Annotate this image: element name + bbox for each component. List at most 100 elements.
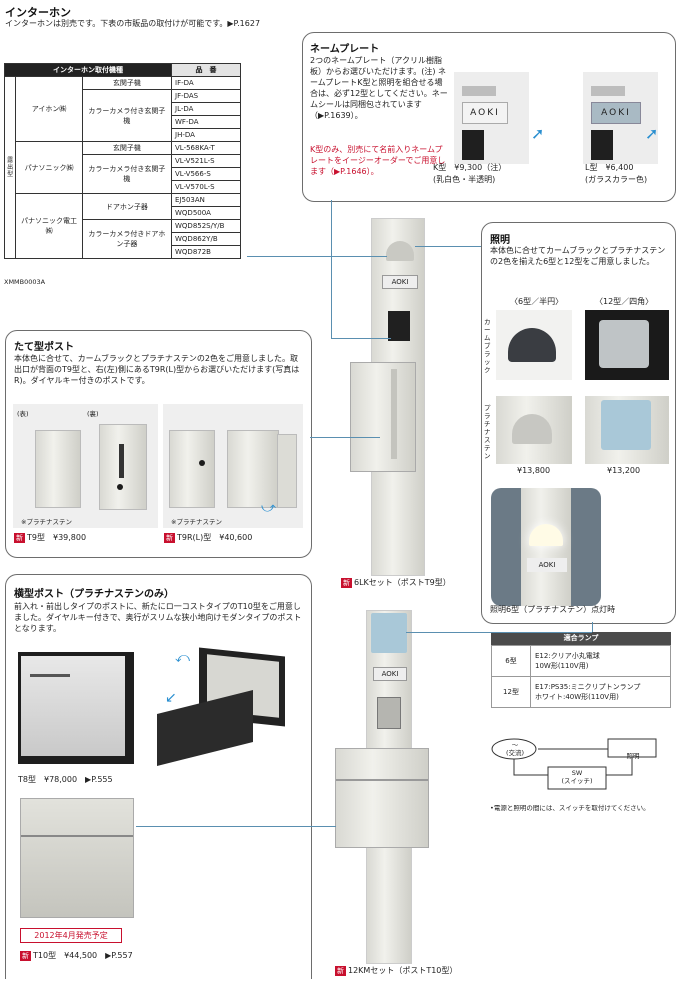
t8-photo bbox=[18, 652, 134, 764]
wiring-light: 照明 bbox=[626, 752, 640, 760]
nameplate-k-photo: AOKI bbox=[454, 72, 529, 164]
nameplate-l-label: L型 ¥6,400 bbox=[585, 163, 634, 172]
yoko-post-body: 前入れ・前出しタイプのポストに、新たにロ一コストタイプのT10型をご用意しました… bbox=[14, 602, 302, 633]
lamp6-price: ¥13,800 bbox=[517, 466, 551, 475]
table-row: WQD872B bbox=[5, 245, 241, 259]
new-badge: 新 bbox=[20, 950, 31, 961]
table-maker: パナソニック㈱ bbox=[15, 141, 83, 194]
stain-note: ※プラチナステン bbox=[171, 518, 222, 526]
table-product: WQD500A bbox=[171, 206, 241, 220]
wiring-note: •電源と照明の間には、スイッチを取付けてください。 bbox=[490, 804, 650, 812]
table-product: IF-DA bbox=[171, 76, 241, 90]
table-type: カラーカメラ付き玄関子機 bbox=[81, 89, 173, 142]
nameplate-l-text: AOKI bbox=[591, 102, 641, 124]
new-badge: 新 bbox=[14, 532, 25, 543]
km-post-body bbox=[335, 748, 429, 848]
nameplate-l-sub: (ガラスカラー色) bbox=[585, 175, 648, 184]
t9r-photo: ⤻ ※プラチナステン bbox=[163, 404, 303, 528]
table-header: インターホン取付機種 bbox=[4, 63, 172, 77]
lk-nametext: AOKI bbox=[382, 275, 418, 289]
table-maker: パナソニック電工㈱ bbox=[15, 193, 83, 259]
new-badge: 新 bbox=[164, 532, 175, 543]
table-type: カラーカメラ付きドアホン子器 bbox=[81, 219, 173, 259]
intercom-desc: インターホンは別売です。下表の市販品の取付けが可能です。▶P.1627 bbox=[5, 19, 261, 28]
nameplate-k-label: K型 ¥9,300（注） bbox=[433, 163, 507, 172]
arrow-icon: ➚ bbox=[645, 124, 659, 143]
table-maker: アイホン㈱ bbox=[15, 76, 83, 142]
arrow-icon: ➚ bbox=[531, 124, 545, 143]
table-product: VL-V521L-S bbox=[171, 154, 241, 168]
wiring-ac: 〜 (交流) bbox=[505, 741, 525, 757]
nameplate-k-text: AOKI bbox=[462, 102, 508, 124]
nameplate-note: K型のみ、別売にて名前入りネームプレートをイージーオーダーでご用意します（▶P.… bbox=[310, 145, 446, 176]
lamp6-stain-photo bbox=[496, 396, 572, 464]
lighting-body: 本体色に合せてカームブラックとプラチナステンの2色を揃えた6型と12型をご用意し… bbox=[490, 246, 666, 266]
lit-lamp-nametext: AOKI bbox=[527, 558, 567, 572]
nameplate-k-sub: (乳白色・半透明) bbox=[433, 175, 496, 184]
new-badge: 新 bbox=[341, 577, 352, 588]
open-arrow-icon: ⤺ bbox=[175, 650, 190, 666]
tate-post-title: たて型ポスト bbox=[14, 342, 74, 353]
yoko-post-title: 横型ポスト（プラチナステンのみ） bbox=[14, 589, 174, 600]
open-arrow-icon: ⤻ bbox=[261, 500, 276, 516]
release-badge: 2012年4月発売予定 bbox=[20, 928, 122, 943]
nameplate-title: ネームプレート bbox=[310, 44, 380, 55]
open-arrow-icon: ↙ bbox=[165, 690, 177, 706]
lamp-table: 適合ランプ 6型 E12:クリア小丸電球 10W形(110V用) 12型 E17… bbox=[491, 632, 671, 708]
lk-post-body bbox=[350, 362, 416, 472]
lighting-row-black: カームブラック bbox=[484, 318, 491, 374]
lamp6-spec: E12:クリア小丸電球 10W形(110V用) bbox=[530, 645, 671, 677]
table-product: JF-DAS bbox=[171, 89, 241, 103]
tate-post-body: 本体色に合せて、カームブラックとプラチナステンの2色をご用意しました。取出口が背… bbox=[14, 354, 300, 385]
front-label: (表) bbox=[17, 410, 29, 418]
t10-photo bbox=[20, 798, 134, 918]
lamp-table-title: 適合ランプ bbox=[491, 632, 671, 645]
table-product: EJ503AN bbox=[171, 193, 241, 207]
table-product: VL-V566-S bbox=[171, 167, 241, 181]
intercom-title: インターホン bbox=[5, 6, 71, 19]
table-product: VL-V570L-S bbox=[171, 180, 241, 194]
table-type: カラーカメラ付き玄関子機 bbox=[81, 154, 173, 194]
product-column-header: 品 番 bbox=[171, 63, 241, 77]
nameplate-l-photo: AOKI bbox=[583, 72, 658, 164]
t9-photo: (表) (裏) ※プラチナステン bbox=[13, 404, 158, 528]
lighting-caption: 照明6型（プラチナステン）点灯時 bbox=[490, 605, 616, 614]
table-side-label: 露出型 bbox=[3, 76, 17, 259]
wiring-sw: SW (スイッチ) bbox=[561, 769, 593, 785]
new-badge: 新 bbox=[335, 965, 346, 976]
table-type: 玄関子機 bbox=[81, 141, 173, 155]
back-label: (裏) bbox=[87, 410, 99, 418]
t8-open-photo: ⤺ ↙ bbox=[155, 647, 300, 768]
table-product: WQD862Y/B bbox=[171, 232, 241, 246]
table-type: 玄関子機 bbox=[81, 76, 173, 90]
lamp6-black-photo bbox=[496, 310, 572, 380]
table-product: WF-DA bbox=[171, 115, 241, 129]
lamp12-stain-photo bbox=[585, 396, 669, 464]
t8-price: T8型 ¥78,000 ▶P.555 bbox=[18, 775, 113, 784]
wiring-diagram bbox=[491, 738, 657, 790]
km-nametext: AOKI bbox=[373, 667, 407, 681]
intercom-code: XMMB0003A bbox=[4, 278, 46, 286]
lamp12-spec: E17:PS35:ミニクリプトンランプ ホワイト:40W形(110V用) bbox=[530, 676, 671, 708]
lighting-row-stain: プラチナステン bbox=[484, 404, 491, 460]
lighting-col12: 〈12型／四角〉 bbox=[595, 297, 654, 306]
table-product: VL-568KA-T bbox=[171, 141, 241, 155]
table-product: JL-DA bbox=[171, 102, 241, 116]
lamp12-price: ¥13,200 bbox=[607, 466, 641, 475]
table-product: JH-DA bbox=[171, 128, 241, 142]
table-product: WQD872B bbox=[171, 245, 241, 259]
lamp12-black-photo bbox=[585, 310, 669, 380]
lamp6-type: 6型 bbox=[491, 645, 531, 677]
